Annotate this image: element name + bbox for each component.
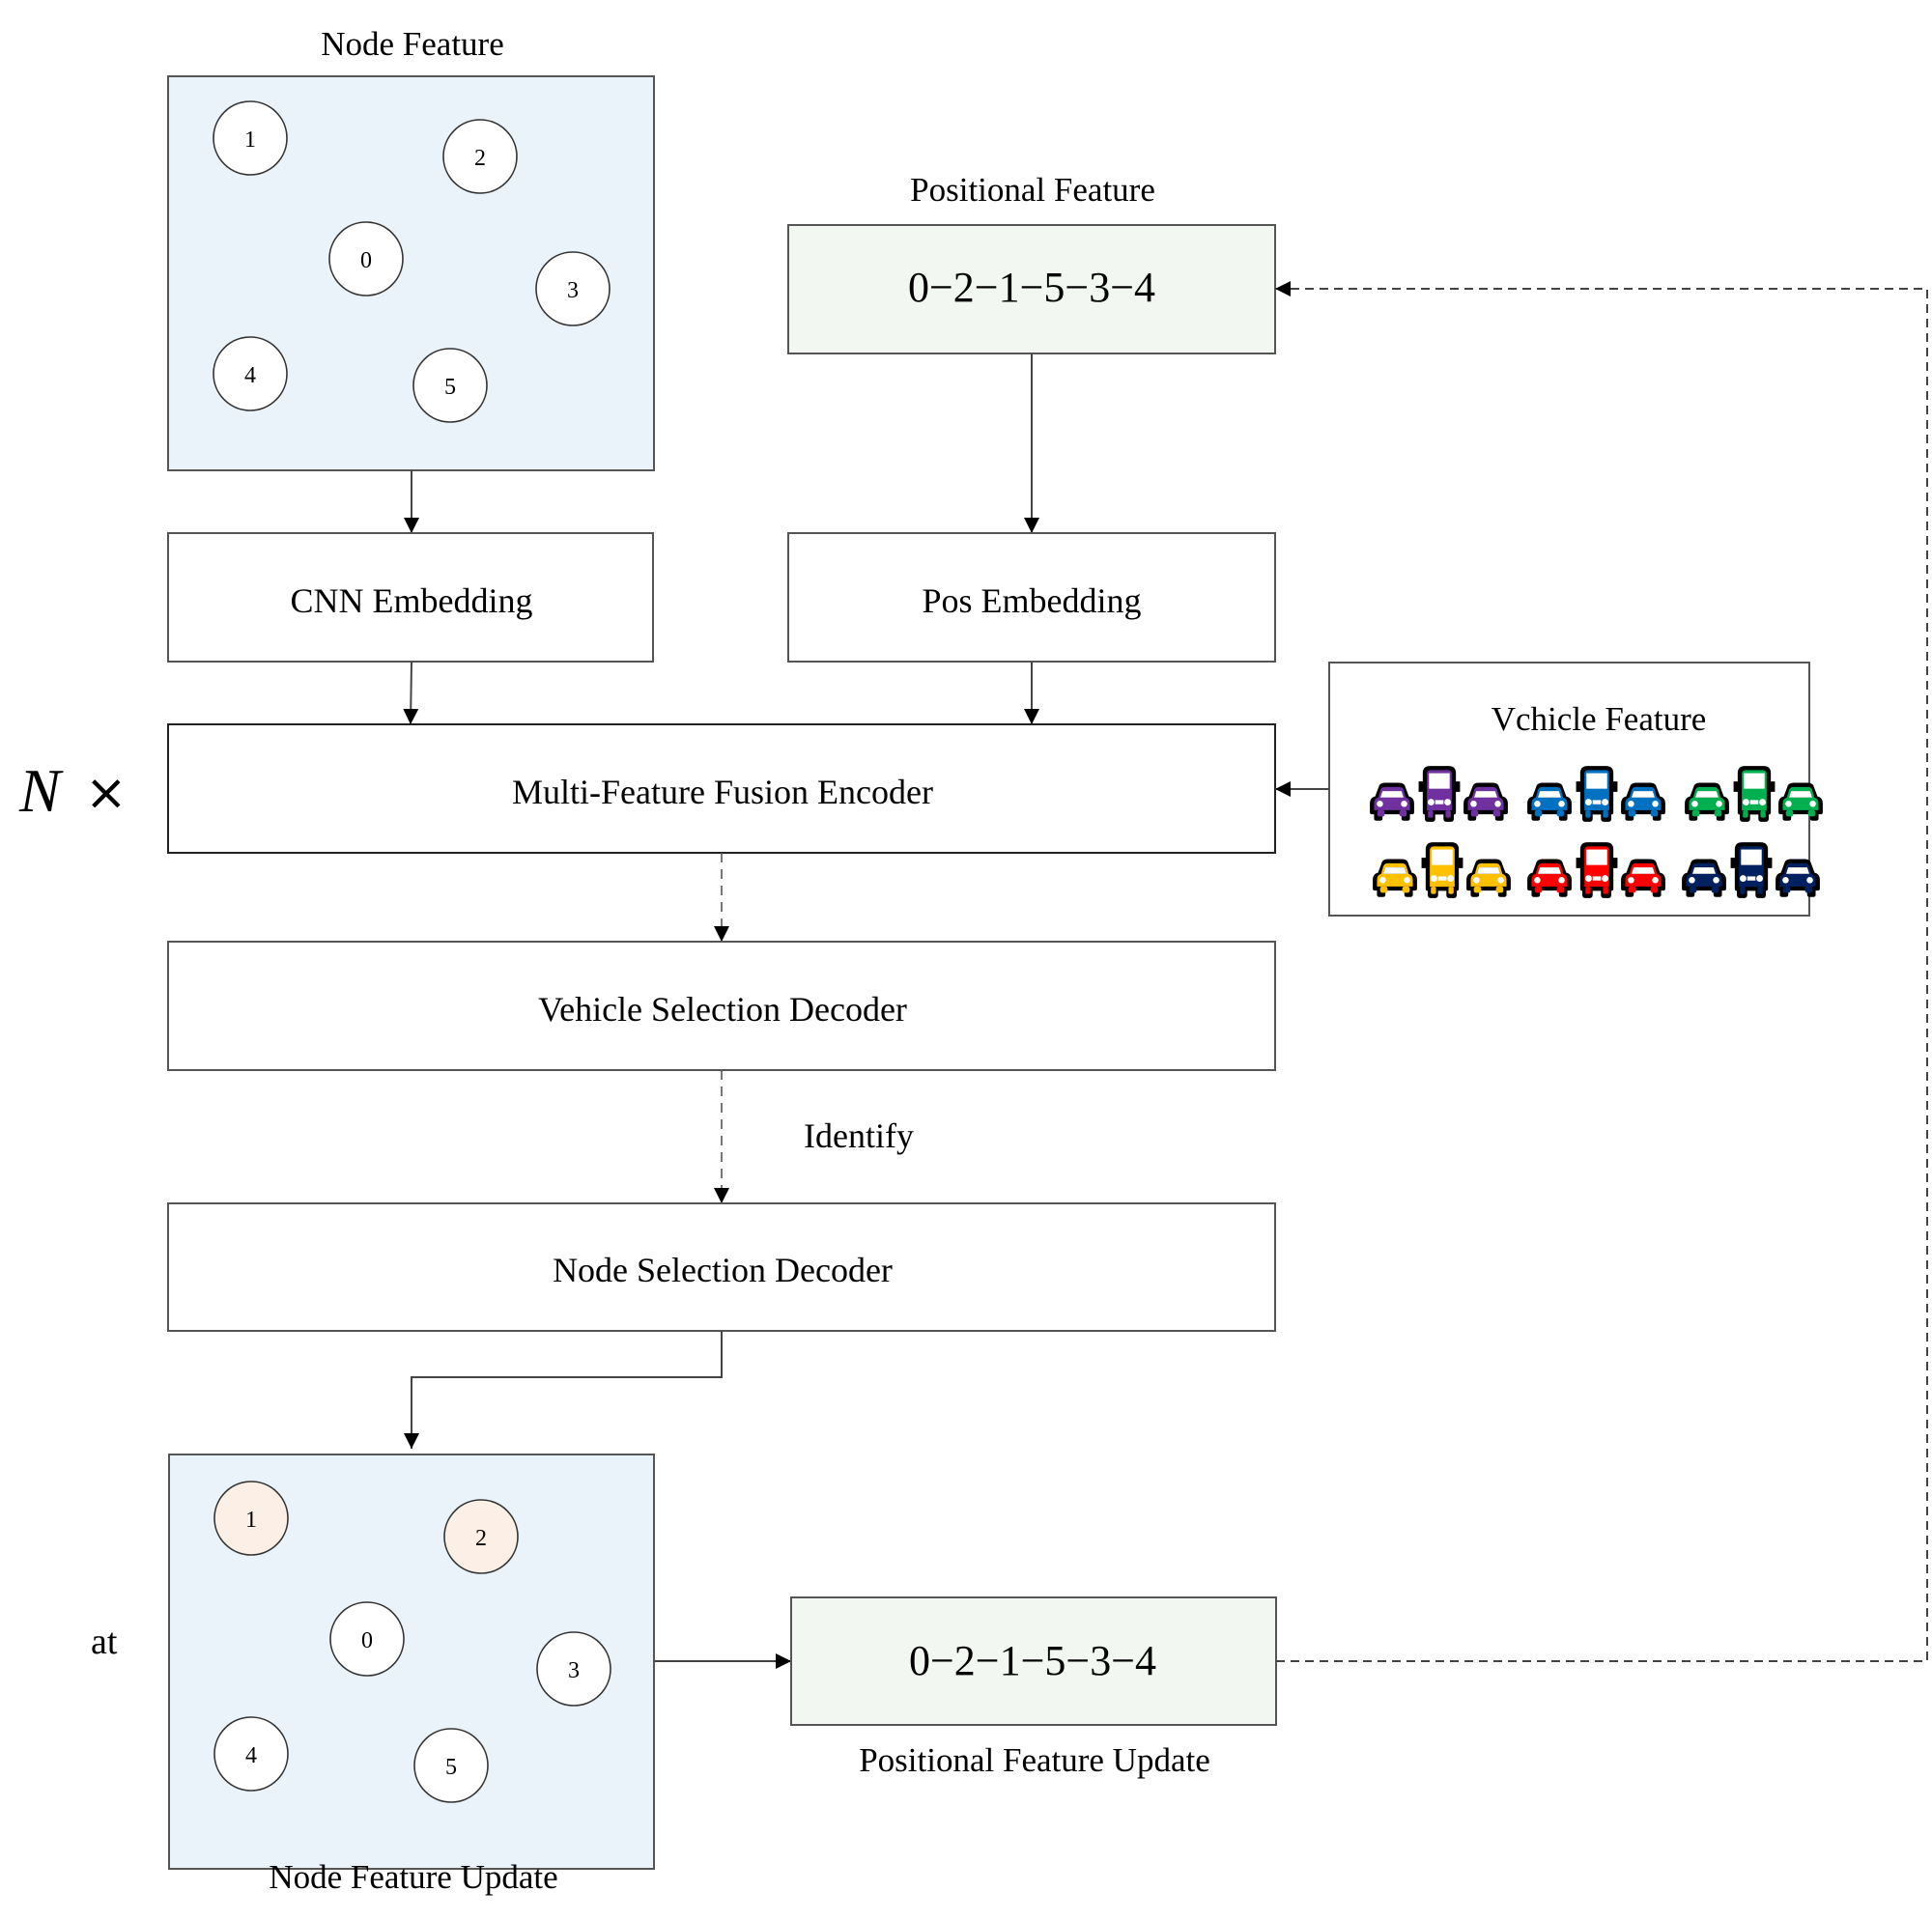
node-feature-nodes: 1 2 0 3 4 5 xyxy=(213,100,611,423)
node-feature-update-title: Node Feature Update xyxy=(269,1858,557,1896)
node-circle xyxy=(412,348,488,423)
node-1: 1 xyxy=(213,100,288,176)
node-label: 0 xyxy=(360,248,372,273)
node-circle xyxy=(329,1601,405,1677)
positional-sequence: 0−2−1−5−3−4 xyxy=(908,264,1155,311)
node-5: 5 xyxy=(412,348,488,423)
node-label: 4 xyxy=(244,363,256,388)
cnn-embedding-box xyxy=(167,532,654,663)
node-label: 2 xyxy=(474,146,486,171)
node-circle xyxy=(213,1716,289,1792)
positional-feature-update-title: Positional Feature Update xyxy=(859,1741,1210,1779)
side-label-at: at xyxy=(91,1622,118,1662)
node-selection-decoder-label: Node Selection Decoder xyxy=(553,1251,893,1289)
node-1: 1 xyxy=(213,1481,289,1556)
pos-embedding-label: Pos Embedding xyxy=(922,581,1141,620)
arrow-node-decoder-to-update xyxy=(404,1331,723,1449)
node-label: 2 xyxy=(475,1526,487,1551)
node-2: 2 xyxy=(443,1499,519,1574)
positional-feature-update-panel xyxy=(790,1596,1277,1726)
node-circle xyxy=(213,336,288,411)
vehicle-feature-title: Vchicle Feature xyxy=(1492,700,1707,738)
node-2: 2 xyxy=(442,119,518,194)
vehicle-selection-decoder-box xyxy=(167,941,1276,1071)
node-label: 1 xyxy=(245,1508,257,1533)
bus-icon xyxy=(1576,766,1618,822)
bus-icon xyxy=(1418,766,1461,822)
positional-feature-title: Positional Feature xyxy=(910,171,1155,209)
node-5: 5 xyxy=(413,1728,489,1803)
node-label: 0 xyxy=(361,1628,373,1653)
encoder-box xyxy=(167,723,1276,854)
identify-label: Identify xyxy=(804,1116,914,1155)
node-0: 0 xyxy=(329,1601,405,1677)
node-circle xyxy=(328,221,404,296)
bus-icon xyxy=(1730,842,1773,898)
node-4: 4 xyxy=(213,1716,289,1792)
node-selection-decoder-box xyxy=(167,1202,1276,1332)
node-circle xyxy=(535,251,611,326)
node-circle xyxy=(536,1631,611,1707)
bus-icon xyxy=(1576,842,1618,898)
node-0: 0 xyxy=(328,221,404,296)
positional-feature-panel xyxy=(787,224,1276,354)
node-circle xyxy=(413,1728,489,1803)
node-feature-update-nodes: 1 2 0 3 4 5 xyxy=(213,1481,611,1803)
feedback-loop-arrow xyxy=(1275,281,1928,1662)
node-3: 3 xyxy=(536,1631,611,1707)
node-label: 5 xyxy=(445,1755,457,1780)
node-label: 3 xyxy=(567,278,579,303)
node-circle xyxy=(442,119,518,194)
vehicle-selection-decoder-label: Vehicle Selection Decoder xyxy=(538,990,907,1029)
repeat-n-symbol: N xyxy=(18,756,64,825)
node-label: 1 xyxy=(244,127,256,153)
encoder-label: Multi-Feature Fusion Encoder xyxy=(512,773,933,811)
repeat-times-symbol: × xyxy=(85,764,128,822)
arrow-cnn-to-encoder xyxy=(403,661,419,725)
node-label: 5 xyxy=(444,375,456,400)
node-feature-title: Node Feature xyxy=(321,25,504,63)
positional-update-sequence: 0−2−1−5−3−4 xyxy=(909,1637,1156,1684)
cnn-embedding-label: CNN Embedding xyxy=(291,581,533,620)
node-circle xyxy=(213,100,288,176)
node-label: 3 xyxy=(568,1658,580,1683)
node-circle xyxy=(443,1499,519,1574)
pos-embedding-box xyxy=(787,532,1276,663)
node-label: 4 xyxy=(245,1743,257,1768)
node-circle xyxy=(213,1481,289,1556)
node-4: 4 xyxy=(213,336,288,411)
node-3: 3 xyxy=(535,251,611,326)
bus-icon xyxy=(1733,766,1776,822)
bus-icon xyxy=(1421,842,1463,898)
